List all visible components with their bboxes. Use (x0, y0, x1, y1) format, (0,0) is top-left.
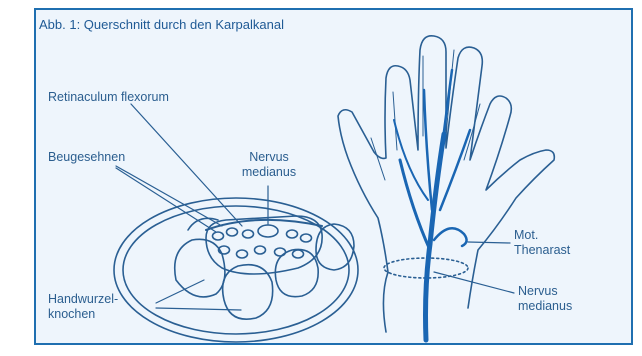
median-nerve-path (394, 70, 470, 340)
label-line: Handwurzel- (48, 292, 118, 307)
label-nervus-medianus-right: Nervus medianus (518, 284, 572, 314)
label-beugesehnen: Beugesehnen (48, 150, 125, 165)
flexor-tendons (213, 228, 312, 258)
label-handwurzelknochen: Handwurzel- knochen (48, 292, 118, 322)
label-line: Thenarast (514, 243, 570, 258)
figure-frame: Abb. 1: Querschnitt durch den Karpalkana… (34, 8, 633, 345)
carpal-bone (175, 239, 225, 297)
label-line: medianus (518, 299, 572, 314)
label-line: Nervus (234, 150, 304, 165)
label-mot-thenarast: Mot. Thenarast (514, 228, 570, 258)
label-retinaculum-flexorum: Retinaculum flexorum (48, 90, 169, 105)
label-nervus-medianus-top: Nervus medianus (234, 150, 304, 180)
label-line: Mot. (514, 228, 570, 243)
label-line: medianus (234, 165, 304, 180)
label-line: knochen (48, 307, 118, 322)
label-line: Nervus (518, 284, 572, 299)
median-nerve-section (258, 225, 278, 237)
